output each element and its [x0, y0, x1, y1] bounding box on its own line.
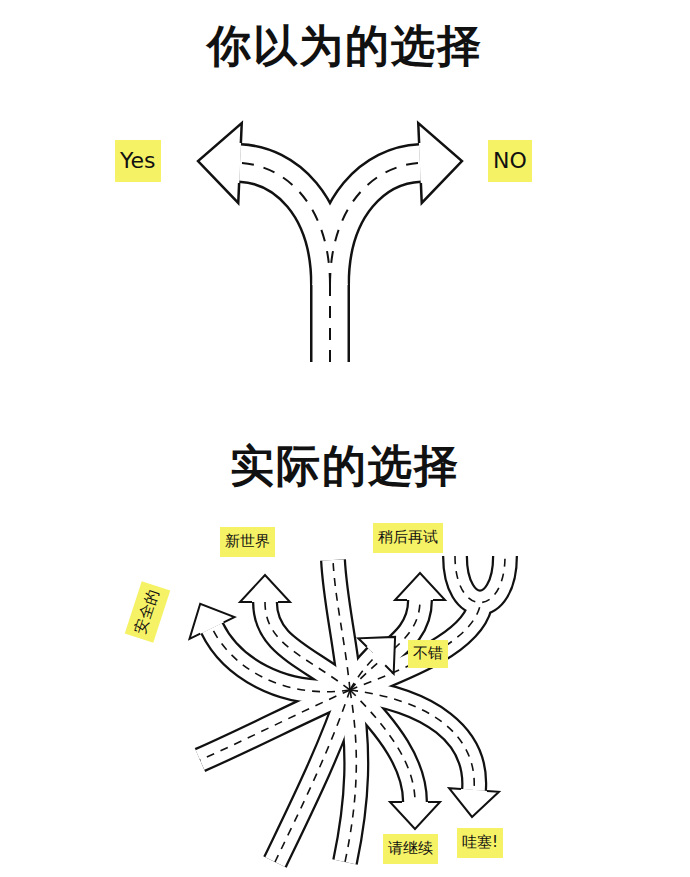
arrow-head [358, 619, 412, 673]
label-text: Yes [120, 148, 156, 173]
road-surface [330, 163, 420, 285]
road-center-line [329, 284, 331, 362]
road-center-line [240, 163, 330, 285]
road-surface [350, 606, 480, 690]
choice-label: 哇塞! [457, 828, 503, 858]
choice-label: 新世界 [220, 527, 275, 557]
road-center-line [455, 556, 505, 603]
road-center-line [333, 560, 350, 690]
road-surface [275, 690, 350, 862]
choice-label: Yes [115, 140, 161, 182]
road-center-line [275, 690, 350, 862]
arrow-head [390, 802, 440, 829]
road-surface [455, 556, 505, 603]
arrow-head [178, 593, 235, 639]
road-center-line [345, 690, 356, 862]
choice-label: 安全的 [125, 581, 171, 643]
road-outline [345, 690, 356, 862]
choice-label: 不错 [408, 640, 448, 668]
arrow-head [447, 788, 499, 819]
road-center-line [350, 690, 415, 802]
label-text: 稍后再试 [378, 529, 438, 546]
road-center-line [330, 163, 420, 285]
label-text: 安全的 [132, 588, 162, 636]
section-heading: 实际的选择 [0, 438, 690, 494]
label-text: 请继续 [388, 840, 433, 857]
road-outline [310, 284, 350, 362]
choice-label: 请继续 [383, 834, 438, 864]
road-center-line [350, 656, 376, 690]
road-surface [350, 690, 474, 790]
arrow-head [196, 121, 241, 203]
road-outline [455, 556, 505, 603]
road-outline [330, 163, 420, 285]
road-center-line [265, 602, 350, 690]
arrow-head [395, 573, 445, 600]
diagram-title: 你以为的选择 [0, 18, 690, 74]
road-surface [333, 560, 350, 690]
road-center-line [350, 690, 474, 790]
label-text: 哇塞! [462, 834, 498, 851]
arrow-head [418, 121, 463, 203]
road-center-line [212, 628, 350, 692]
road-center-line [350, 606, 480, 690]
road-surface [313, 284, 348, 362]
label-text: 新世界 [225, 533, 270, 550]
label-text: 不错 [413, 645, 443, 662]
choice-label: NO [488, 140, 532, 182]
arrow-head [240, 575, 290, 602]
road-surface [345, 690, 356, 862]
road-surface [212, 628, 350, 692]
label-text: NO [493, 148, 527, 173]
choice-label: 稍后再试 [373, 523, 443, 553]
